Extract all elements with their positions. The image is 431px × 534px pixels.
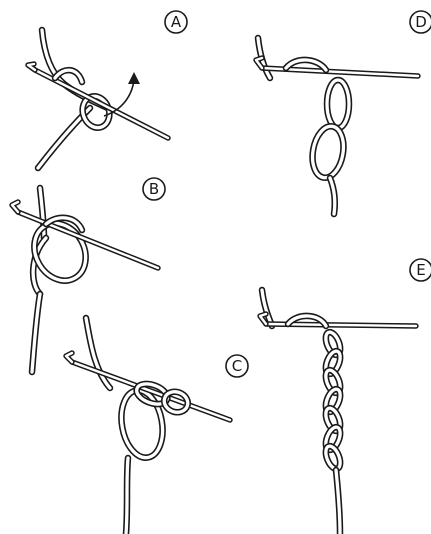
step-a-yarn: [38, 30, 114, 168]
step-label-a-text: A: [171, 13, 182, 31]
step-label-e-text: E: [416, 261, 425, 279]
step-label-a: A: [165, 11, 187, 33]
chain-stitch-loop: [323, 444, 343, 471]
step-label-c: C: [226, 355, 248, 377]
step-d-hook: [256, 58, 418, 76]
step-label-e: E: [410, 259, 431, 281]
step-e-illustration: [260, 290, 416, 534]
step-a-illustration: [28, 30, 168, 168]
step-b-illustration: [12, 188, 158, 372]
step-label-d: D: [410, 11, 431, 33]
step-label-c-text: C: [232, 357, 242, 375]
step-c-illustration: [66, 318, 230, 534]
step-label-d-text: D: [415, 13, 427, 31]
step-e-yarn-tail: [336, 470, 340, 534]
step-d-illustration: [256, 38, 418, 214]
step-label-b-text: B: [149, 180, 159, 198]
step-e-hook: [260, 314, 416, 326]
step-e-chain: [323, 330, 343, 471]
step-c-yarn: [86, 318, 168, 534]
step-d-yarn: [258, 38, 349, 214]
step-label-b: B: [143, 178, 165, 200]
